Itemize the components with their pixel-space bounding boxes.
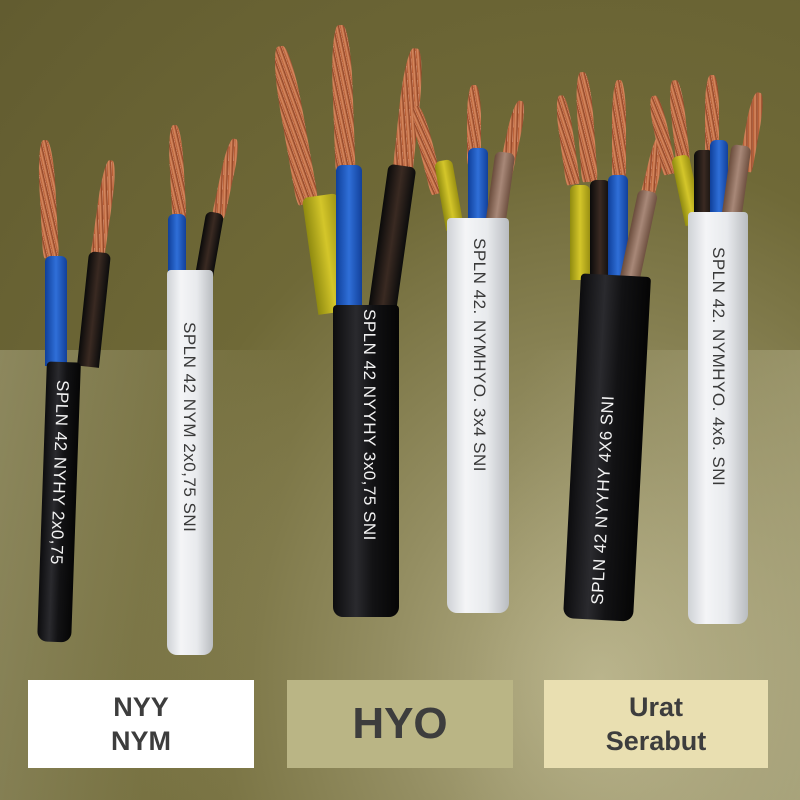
cable-sheath: SPLN 42. NYMHYO. 4x6. SNI [688,212,748,624]
copper-strand [211,137,242,219]
tag-line: Serabut [605,726,707,756]
copper-strand [467,85,481,165]
tag-urat-serabut: Urat Serabut [544,680,768,768]
copper-strand [36,139,60,259]
tag-line: HYO [352,699,448,748]
core-black [367,163,417,317]
core-yellow [570,185,590,280]
cable-label: SPLN 42 NYYHY 3x0,75 SNI [360,309,379,541]
cable-sheath: SPLN 42. NYMHYO. 3x4 SNI [447,218,509,613]
cable-label: SPLN 42 NYYHY 4X6 SNI [587,394,618,606]
tag-line: NYM [111,726,171,756]
copper-strand [612,80,626,180]
core-blue [468,148,488,228]
core-blue [336,165,362,310]
core-blue [45,256,67,366]
core-blue [168,214,186,284]
cable-label: SPLN 42 NYM 2x0,75 SNI [180,322,199,533]
cable-label: SPLN 42. NYMHYO. 4x6. SNI [709,247,728,487]
tag-nyy-nym: NYY NYM [28,680,254,768]
cable-sheath: SPLN 42 NYM 2x0,75 SNI [167,270,213,655]
cable-label: SPLN 42 NYHY 2x0,75 [46,379,73,566]
tag-line: NYY [113,692,169,722]
copper-strand [269,44,319,206]
cable-label: SPLN 42. NYMHYO. 3x4 SNI [470,238,489,473]
copper-strand [330,24,356,176]
copper-strand [90,159,118,261]
core-black [590,180,610,280]
copper-strand [705,75,719,155]
core-black [694,150,714,225]
copper-strand [167,124,187,221]
core-blue [608,175,628,280]
cable-sheath: SPLN 42 NYYHY 3x0,75 SNI [333,305,399,617]
tag-hyo: HYO [287,680,513,768]
tag-line: Urat [628,692,683,722]
